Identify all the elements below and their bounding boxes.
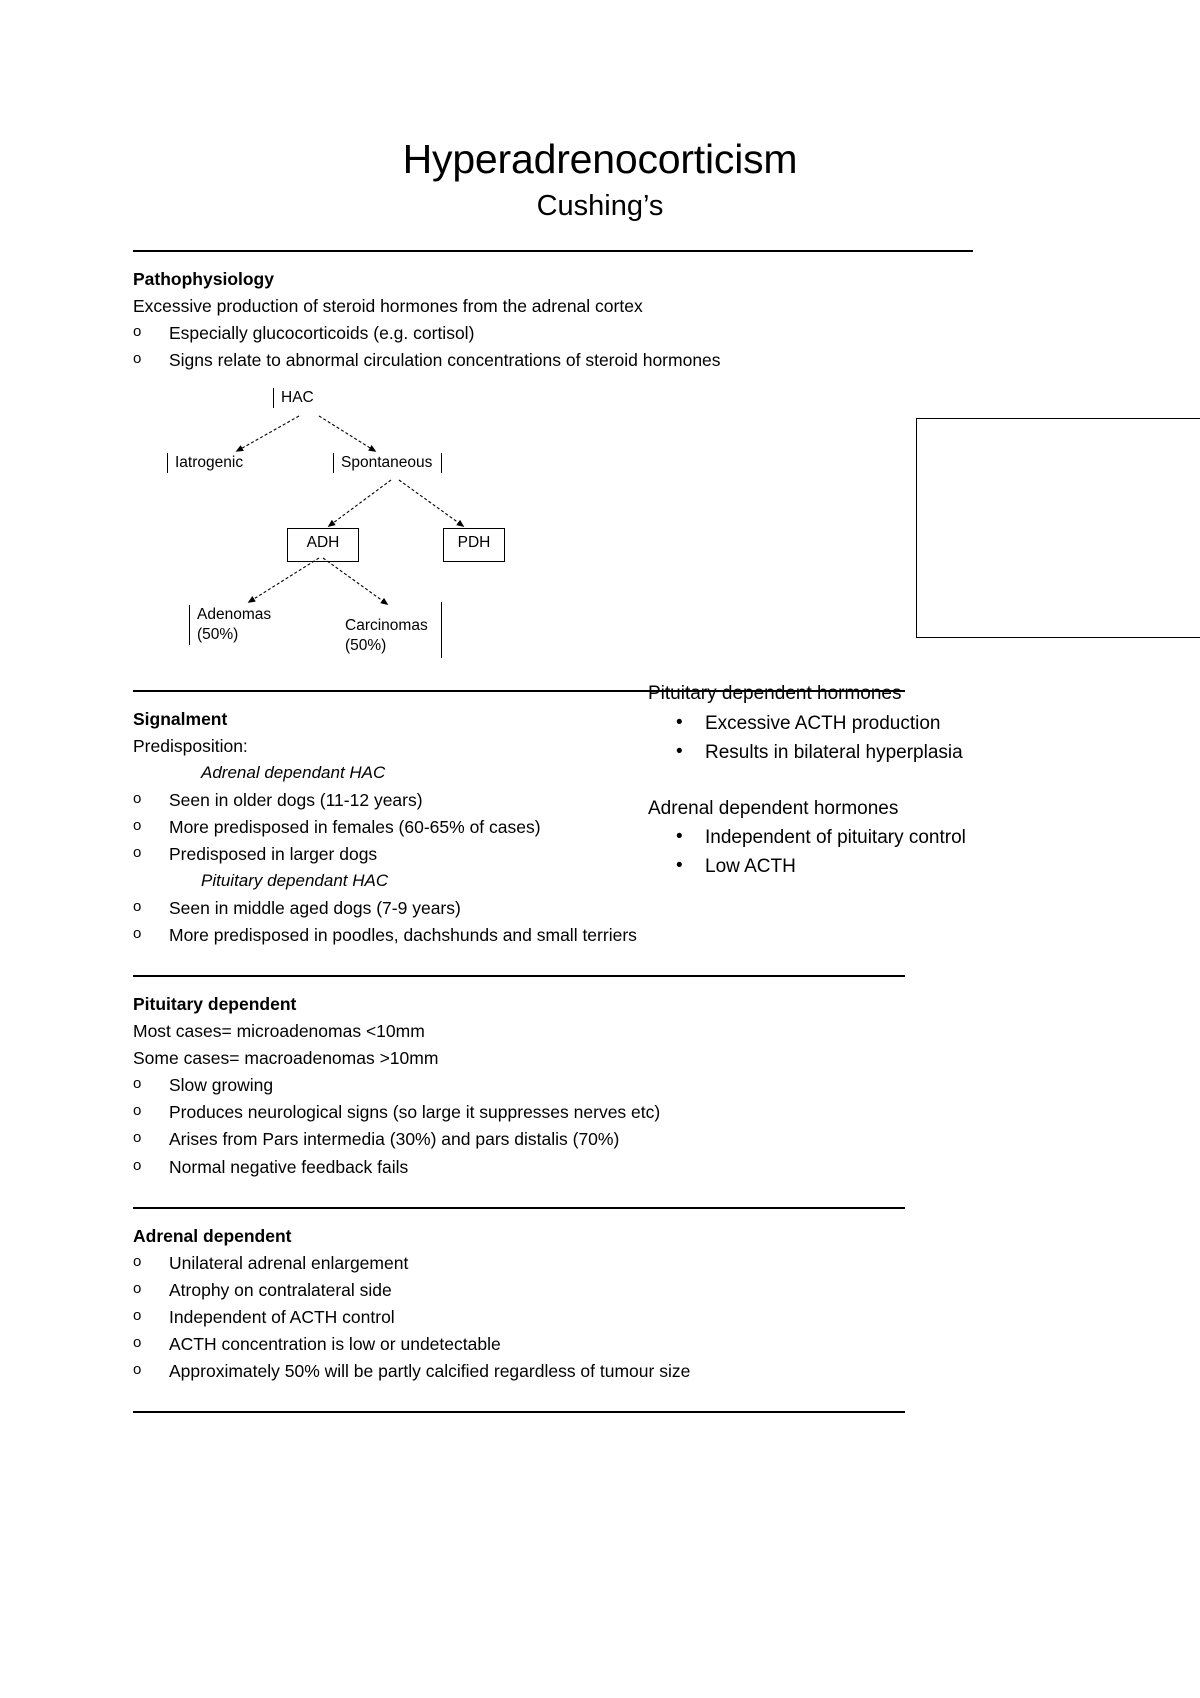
bullet-o-icon: o [133,1075,142,1093]
list-item: o Unilateral adrenal enlargement [133,1250,1067,1277]
list-item: o Produces neurological signs (so large … [133,1099,1067,1126]
page-subtitle: Cushing’s [536,189,664,222]
section-divider-3 [133,974,905,977]
list-item: Low ACTH [648,851,1108,881]
list-item: o Normal negative feedback fails [133,1154,1067,1181]
page-title: Hyperadrenocorticism [402,136,798,182]
hormone-heading-adrenal: Adrenal dependent hormones [648,797,899,819]
bullet-o-icon: o [133,924,142,942]
hormone-summary-panel: Pituitary dependent hormones Excessive A… [648,679,1108,882]
list-item: o More predisposed in poodles, dachshund… [133,922,1067,949]
bullet-o-icon: o [133,1102,142,1120]
section-divider-5 [133,1411,905,1414]
list-item: o Slow growing [133,1072,1067,1099]
diagram-connectors [235,415,465,606]
bullet-o-icon: o [133,844,142,862]
document-content: Hyperadrenocorticism Cushing’s Pathophys… [133,0,1067,1414]
list-item: o Signs relate to abnormal circulation c… [133,347,1067,374]
section-heading-adrenal-dependent: Adrenal dependent [133,1225,292,1246]
signalment-group-label-pituitary: Pituitary dependant HAC [201,871,389,891]
list-item: o Approximately 50% will be partly calci… [133,1358,1067,1385]
bullet-o-icon: o [133,1252,142,1270]
adrenal-dependent-bullets: o Unilateral adrenal enlargement [133,1250,1067,1277]
list-item: Results in bilateral hyperplasia [648,737,1108,767]
list-item: o Independent of ACTH control [133,1304,1067,1331]
section-heading-pathophysiology: Pathophysiology [133,268,274,289]
diagram-node-adh: ADH [287,528,359,563]
section-divider-1 [133,249,973,252]
list-item: o Seen in middle aged dogs (7-9 years) [133,895,1067,922]
bullet-o-icon: o [133,789,142,807]
signalment-group-label-adrenal: Adrenal dependant HAC [201,763,386,783]
bullet-o-icon: o [133,816,142,834]
list-item: Excessive ACTH production [648,708,1108,738]
bullet-o-icon: o [133,1156,142,1174]
pathophysiology-bullet-list: o Especially glucocorticoids (e.g. corti… [133,320,1067,374]
list-item: o Seen in older dogs (11-12 years) [133,787,1067,814]
section-heading-signalment: Signalment [133,709,228,730]
diagram-node-hac: HAC [273,388,314,409]
diagram-node-iatrogenic: Iatrogenic [167,453,243,474]
section-divider-2 [133,690,905,693]
bullet-o-icon: o [133,897,142,915]
list-item: o Especially glucocorticoids (e.g. corti… [133,320,1067,347]
list-item: o Atrophy on contralateral side [133,1277,1067,1304]
diagram-node-carcinomas: Carcinomas(50%) [345,617,428,655]
pituitary-dependent-line-1: Most cases= microadenomas <10mm [133,1020,425,1041]
list-item: o Predisposed in larger dogs [133,841,1067,868]
bullet-o-icon: o [133,1334,142,1352]
list-item: o ACTH concentration is low or undetecta… [133,1331,1067,1358]
floating-text-box [916,418,1200,638]
bullet-o-icon: o [133,1279,142,1297]
bullet-o-icon: o [133,322,142,340]
pituitary-dependent-bullets: o Slow growing o Produces neurological s… [133,1072,1067,1181]
hormone-heading-pituitary: Pituitary dependent hormones [648,683,902,705]
list-item: o Arises from Pars intermedia (30%) and … [133,1126,1067,1153]
adrenal-dependent-subbullets: o Atrophy on contralateral side [133,1277,1067,1304]
adrenal-dependent-bullets-cont: o Independent of ACTH control o ACTH con… [133,1304,1067,1385]
bullet-o-icon: o [133,1361,142,1379]
section-divider-4 [133,1206,905,1209]
hormone-bullets-pituitary: Excessive ACTH production Results in bil… [648,708,1108,768]
bullet-o-icon: o [133,1129,142,1147]
signalment-bullets-adrenal: o Seen in older dogs (11-12 years) o Mor… [133,787,1067,868]
diagram-node-adenomas: Adenomas(50%) [189,605,271,646]
diagram-right-bar [441,602,442,659]
pathophysiology-intro: Excessive production of steroid hormones… [133,295,643,316]
diagram-node-spontaneous: Spontaneous [333,453,443,474]
list-item: o More predisposed in females (60-65% of… [133,814,1067,841]
bullet-o-icon: o [133,350,142,368]
signalment-intro: Predisposition: [133,736,248,757]
list-item: Independent of pituitary control [648,822,1108,852]
pituitary-dependent-line-2: Some cases= macroadenomas >10mm [133,1048,439,1069]
signalment-bullets-pituitary: o Seen in middle aged dogs (7-9 years) o… [133,895,1067,949]
section-heading-pituitary-dependent: Pituitary dependent [133,993,297,1014]
bullet-o-icon: o [133,1307,142,1325]
hormone-bullets-adrenal: Independent of pituitary control Low ACT… [648,822,1108,882]
diagram-node-pdh: PDH [443,528,505,563]
hac-classification-diagram: HAC Iatrogenic Spontaneous ADH PDH Adeno… [133,380,1067,881]
